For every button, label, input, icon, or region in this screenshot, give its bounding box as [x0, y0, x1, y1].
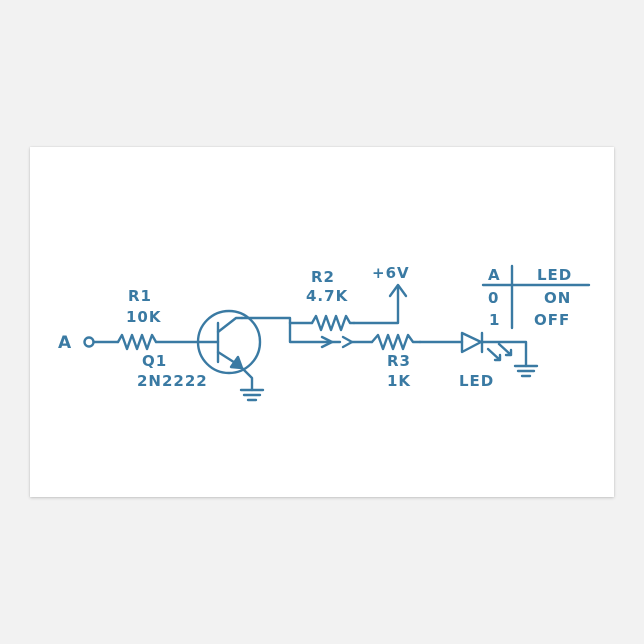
transistor-q1-body	[196, 309, 262, 375]
wire-emitter-ground	[240, 366, 254, 392]
r3-value: 1K	[387, 372, 411, 390]
led-label: LED	[459, 372, 494, 390]
led-diode	[460, 331, 483, 354]
q1-name: Q1	[142, 352, 167, 370]
labels: A R1 10K Q1 2N2222 R2 4.7K +6V R3 1K LED…	[58, 264, 572, 390]
q1-part: 2N2222	[137, 372, 208, 390]
flow-arrow-1	[320, 335, 334, 349]
r1-name: R1	[128, 287, 152, 305]
truth-table-row-1-a: 1	[489, 311, 500, 329]
resistor-r2	[310, 314, 356, 332]
wire-collector-node	[240, 316, 292, 325]
ground-symbol-q1	[239, 388, 265, 402]
wire-r2-supply	[352, 285, 400, 325]
sticker-card	[30, 147, 614, 497]
truth-table-row-1-led: OFF	[534, 311, 570, 329]
truth-table-header-led: LED	[537, 266, 572, 284]
supply-label: +6V	[372, 264, 410, 282]
ground-symbol-led	[513, 364, 539, 378]
led-light-arrow-1	[486, 347, 502, 362]
r2-value: 4.7K	[306, 287, 349, 305]
resistor-r1	[116, 333, 158, 351]
truth-table-row-0-led: ON	[544, 289, 571, 307]
supply-arrow	[388, 283, 408, 298]
truth-table-row-0-a: 0	[488, 289, 499, 307]
r2-name: R2	[311, 268, 335, 286]
resistor-r3	[370, 333, 422, 351]
wiring	[83, 264, 591, 402]
flow-arrow-2	[341, 335, 354, 349]
truth-table-header-a: A	[488, 266, 501, 284]
wire-led-ground	[480, 340, 528, 368]
input-label: A	[58, 333, 72, 353]
input-terminal	[83, 336, 95, 348]
led-light-arrow-2	[497, 342, 513, 357]
transistor-collector	[216, 316, 244, 334]
r3-name: R3	[387, 352, 411, 370]
truth-table-grid	[481, 264, 591, 330]
wire-collector-output	[288, 321, 342, 344]
emitter-arrow	[229, 355, 244, 370]
r1-value: 10K	[126, 308, 162, 326]
